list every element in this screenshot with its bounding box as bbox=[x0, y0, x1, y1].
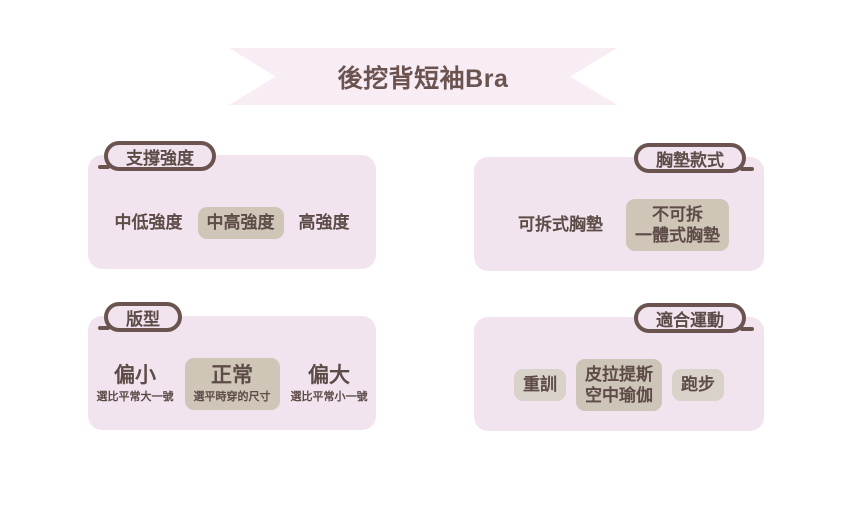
card-label-row: 支撐強度 bbox=[88, 140, 376, 172]
card-label-suitable-sports: 適合運動 bbox=[634, 303, 746, 333]
option-item-selected[interactable]: 皮拉提斯 空中瑜伽 bbox=[576, 358, 662, 412]
card-pad-style: 胸墊款式 可拆式胸墊 不可拆 一體式胸墊 bbox=[474, 143, 764, 271]
option-label: 偏小 bbox=[114, 364, 156, 388]
option-label: 高強度 bbox=[298, 213, 350, 233]
label-connector-line bbox=[740, 327, 754, 331]
option-label-line2: 空中瑜伽 bbox=[585, 386, 653, 405]
option-item[interactable]: 重訓 bbox=[514, 369, 566, 401]
card-label-fit: 版型 bbox=[104, 302, 182, 332]
option-label: 皮拉提斯 bbox=[585, 364, 653, 384]
label-connector-line bbox=[740, 167, 754, 171]
option-item[interactable]: 中低強度 bbox=[106, 207, 192, 238]
option-label: 可拆式胸墊 bbox=[518, 215, 603, 235]
banner-ribbon-shape bbox=[229, 48, 617, 105]
label-connector-line bbox=[98, 326, 110, 330]
option-item[interactable]: 偏大 選比平常小一號 bbox=[282, 358, 377, 410]
option-label: 跑步 bbox=[681, 375, 715, 395]
option-item-selected[interactable]: 不可拆 一體式胸墊 bbox=[626, 198, 729, 252]
options-row-support-strength: 中低強度 中高強度 高強度 bbox=[88, 177, 376, 269]
option-label: 偏大 bbox=[308, 364, 350, 388]
option-label: 正常 bbox=[211, 364, 253, 388]
options-row-pad-style: 可拆式胸墊 不可拆 一體式胸墊 bbox=[474, 179, 764, 271]
option-label-line2: 一體式胸墊 bbox=[635, 226, 720, 245]
options-row-suitable-sports: 重訓 皮拉提斯 空中瑜伽 跑步 bbox=[474, 339, 764, 431]
card-label-support-strength: 支撐強度 bbox=[104, 141, 216, 171]
option-item-selected[interactable]: 正常 選平時穿的尺寸 bbox=[184, 358, 280, 410]
option-item[interactable]: 偏小 選比平常大一號 bbox=[88, 358, 183, 410]
option-label: 不可拆 bbox=[652, 204, 703, 224]
card-label-row: 版型 bbox=[88, 301, 376, 333]
option-item[interactable]: 跑步 bbox=[672, 369, 724, 401]
option-description: 選比平常大一號 bbox=[96, 391, 174, 404]
card-label-row: 適合運動 bbox=[474, 302, 764, 334]
page-title: 後挖背短袖Bra bbox=[337, 64, 509, 93]
card-label-row: 胸墊款式 bbox=[474, 142, 764, 174]
option-item[interactable]: 高強度 bbox=[290, 207, 359, 238]
card-fit: 版型 偏小 選比平常大一號 正常 選平時穿的尺寸 偏大 選比平常小一號 bbox=[88, 302, 376, 430]
card-support-strength: 支撐強度 中低強度 中高強度 高強度 bbox=[88, 141, 376, 269]
card-suitable-sports: 適合運動 重訓 皮拉提斯 空中瑜伽 跑步 bbox=[474, 303, 764, 431]
option-item[interactable]: 可拆式胸墊 bbox=[509, 209, 612, 240]
option-label: 重訓 bbox=[523, 375, 557, 395]
card-label-pad-style: 胸墊款式 bbox=[634, 143, 746, 173]
option-item-selected[interactable]: 中高強度 bbox=[197, 207, 284, 239]
option-description: 選比平常小一號 bbox=[290, 391, 368, 404]
label-connector-line bbox=[98, 165, 110, 169]
option-label: 中高強度 bbox=[206, 213, 275, 233]
options-row-fit: 偏小 選比平常大一號 正常 選平時穿的尺寸 偏大 選比平常小一號 bbox=[88, 338, 376, 430]
option-description: 選平時穿的尺寸 bbox=[193, 391, 271, 404]
option-label: 中低強度 bbox=[114, 213, 183, 233]
title-banner: 後挖背短袖Bra bbox=[229, 48, 617, 105]
